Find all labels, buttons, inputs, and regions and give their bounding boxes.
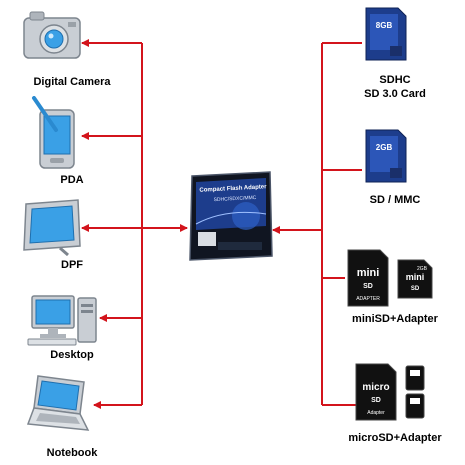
desktop-label: Desktop <box>50 349 94 361</box>
sd-label: SD / MMC <box>369 194 421 206</box>
minisd-adapter-label: miniSD+Adapter <box>352 313 438 325</box>
pda-label: PDA <box>60 174 84 186</box>
digital-camera-label: Digital Camera <box>33 76 111 88</box>
svg-text:SD: SD <box>411 286 420 292</box>
notebook-laptop-icon <box>26 375 90 431</box>
sd-capacity-text: 2GB <box>376 143 393 152</box>
svg-text:micro: micro <box>362 382 389 393</box>
svg-text:Adapter: Adapter <box>367 410 385 416</box>
dpf-label: DPF <box>61 259 83 271</box>
svg-text:SD: SD <box>371 397 381 404</box>
svg-text:mini: mini <box>406 272 425 282</box>
microsd-adapter-icon: micro SD Adapter <box>355 363 425 421</box>
sdhc-card-icon: 8GB <box>365 7 407 61</box>
pda-icon <box>32 96 75 169</box>
sdhc-label-line2: SD 3.0 Card <box>364 88 426 100</box>
sdhc-capacity-text: 8GB <box>376 21 393 30</box>
microsd-adapter-label: microSD+Adapter <box>348 432 442 444</box>
desktop-computer-icon <box>27 295 97 346</box>
cf-adapter-card-icon <box>189 171 273 261</box>
digital-camera-icon <box>23 11 81 59</box>
minisd-capacity-text: 2GB <box>417 266 428 272</box>
sdhc-label-line1: SDHC <box>379 74 411 86</box>
svg-text:mini: mini <box>357 267 380 279</box>
minisd-adapter-icon: mini SD ADAPTER mini SD 2GB <box>347 249 433 307</box>
svg-text:SD: SD <box>363 283 373 290</box>
sd-card-icon: 2GB <box>365 129 407 183</box>
photo-frame-icon <box>23 199 81 256</box>
svg-text:ADAPTER: ADAPTER <box>356 296 380 302</box>
notebook-label: Notebook <box>46 447 98 459</box>
